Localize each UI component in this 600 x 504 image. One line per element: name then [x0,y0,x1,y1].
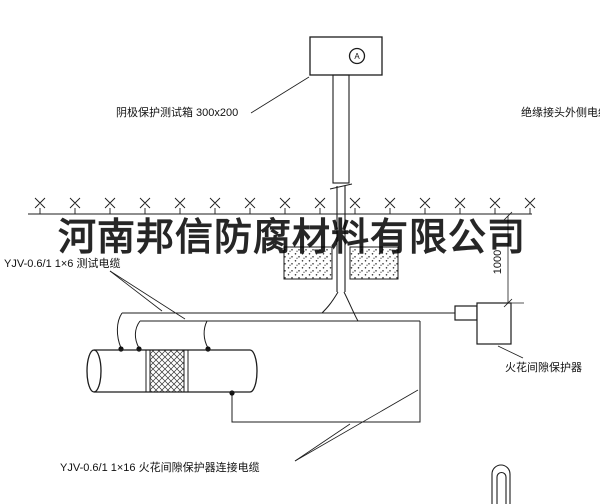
insulating-joint [149,349,185,393]
conduit-break-mark [329,183,353,190]
riser-inner [496,471,507,504]
clamp-dot [229,390,235,396]
concrete-block-left [283,246,333,280]
leader-spark-gap-label [497,345,524,359]
ammeter-icon [348,47,366,65]
test-box: A [309,36,383,76]
dimension-1000: 1000 [492,211,524,308]
dimension-value: 1000 [492,250,504,274]
cable-drop-clamp3 [203,320,209,349]
spark-connection-run [231,321,421,423]
concrete-block-right [349,246,399,280]
spark-gap-terminal [454,305,478,321]
riser-outer [491,464,511,504]
cable-drop-clamp1 [116,312,123,349]
conduit-upper [332,74,350,184]
leader-test-cable-2 [109,270,186,320]
ground-symbols [34,197,536,214]
label-test-cable: YJV-0.6/1 1×6 测试电缆 [4,257,120,270]
label-outer-cable: 绝缘接头外侧电缆 [521,105,600,119]
cable-drop-clamp2 [134,320,141,349]
pipe-end-right [249,349,258,393]
leader-test-box-label [250,76,310,114]
label-spark-gap: 火花间隙保护器 [505,360,582,374]
cables [116,291,455,423]
cable-from-conduit-left [321,291,339,314]
leader-lines [109,270,524,462]
clamp-dot [136,346,142,352]
leader-connection-cable-2 [294,389,419,462]
spark-gap-protector [454,302,512,345]
conduit-lower [336,186,346,292]
pipe-riser-symbol [491,464,511,504]
test-box-outline [309,36,383,76]
ammeter-letter: A [354,52,360,61]
clamp-dot [118,346,124,352]
label-connection-cable: YJV-0.6/1 1×16 火花间隙保护器连接电缆 [60,460,260,474]
pipe-end-left [86,349,102,393]
pipe [86,349,258,393]
leader-test-cable-1 [109,270,163,312]
leader-connection-cable-1 [294,423,351,462]
concrete-blocks [283,246,399,280]
spark-gap-body [476,302,512,345]
joint-flanges [145,350,189,392]
conduit [329,74,353,292]
cable-from-conduit-right [343,291,359,322]
label-test-box: 阴极保护测试箱 300x200 [116,105,238,119]
clamp-dot [205,346,211,352]
